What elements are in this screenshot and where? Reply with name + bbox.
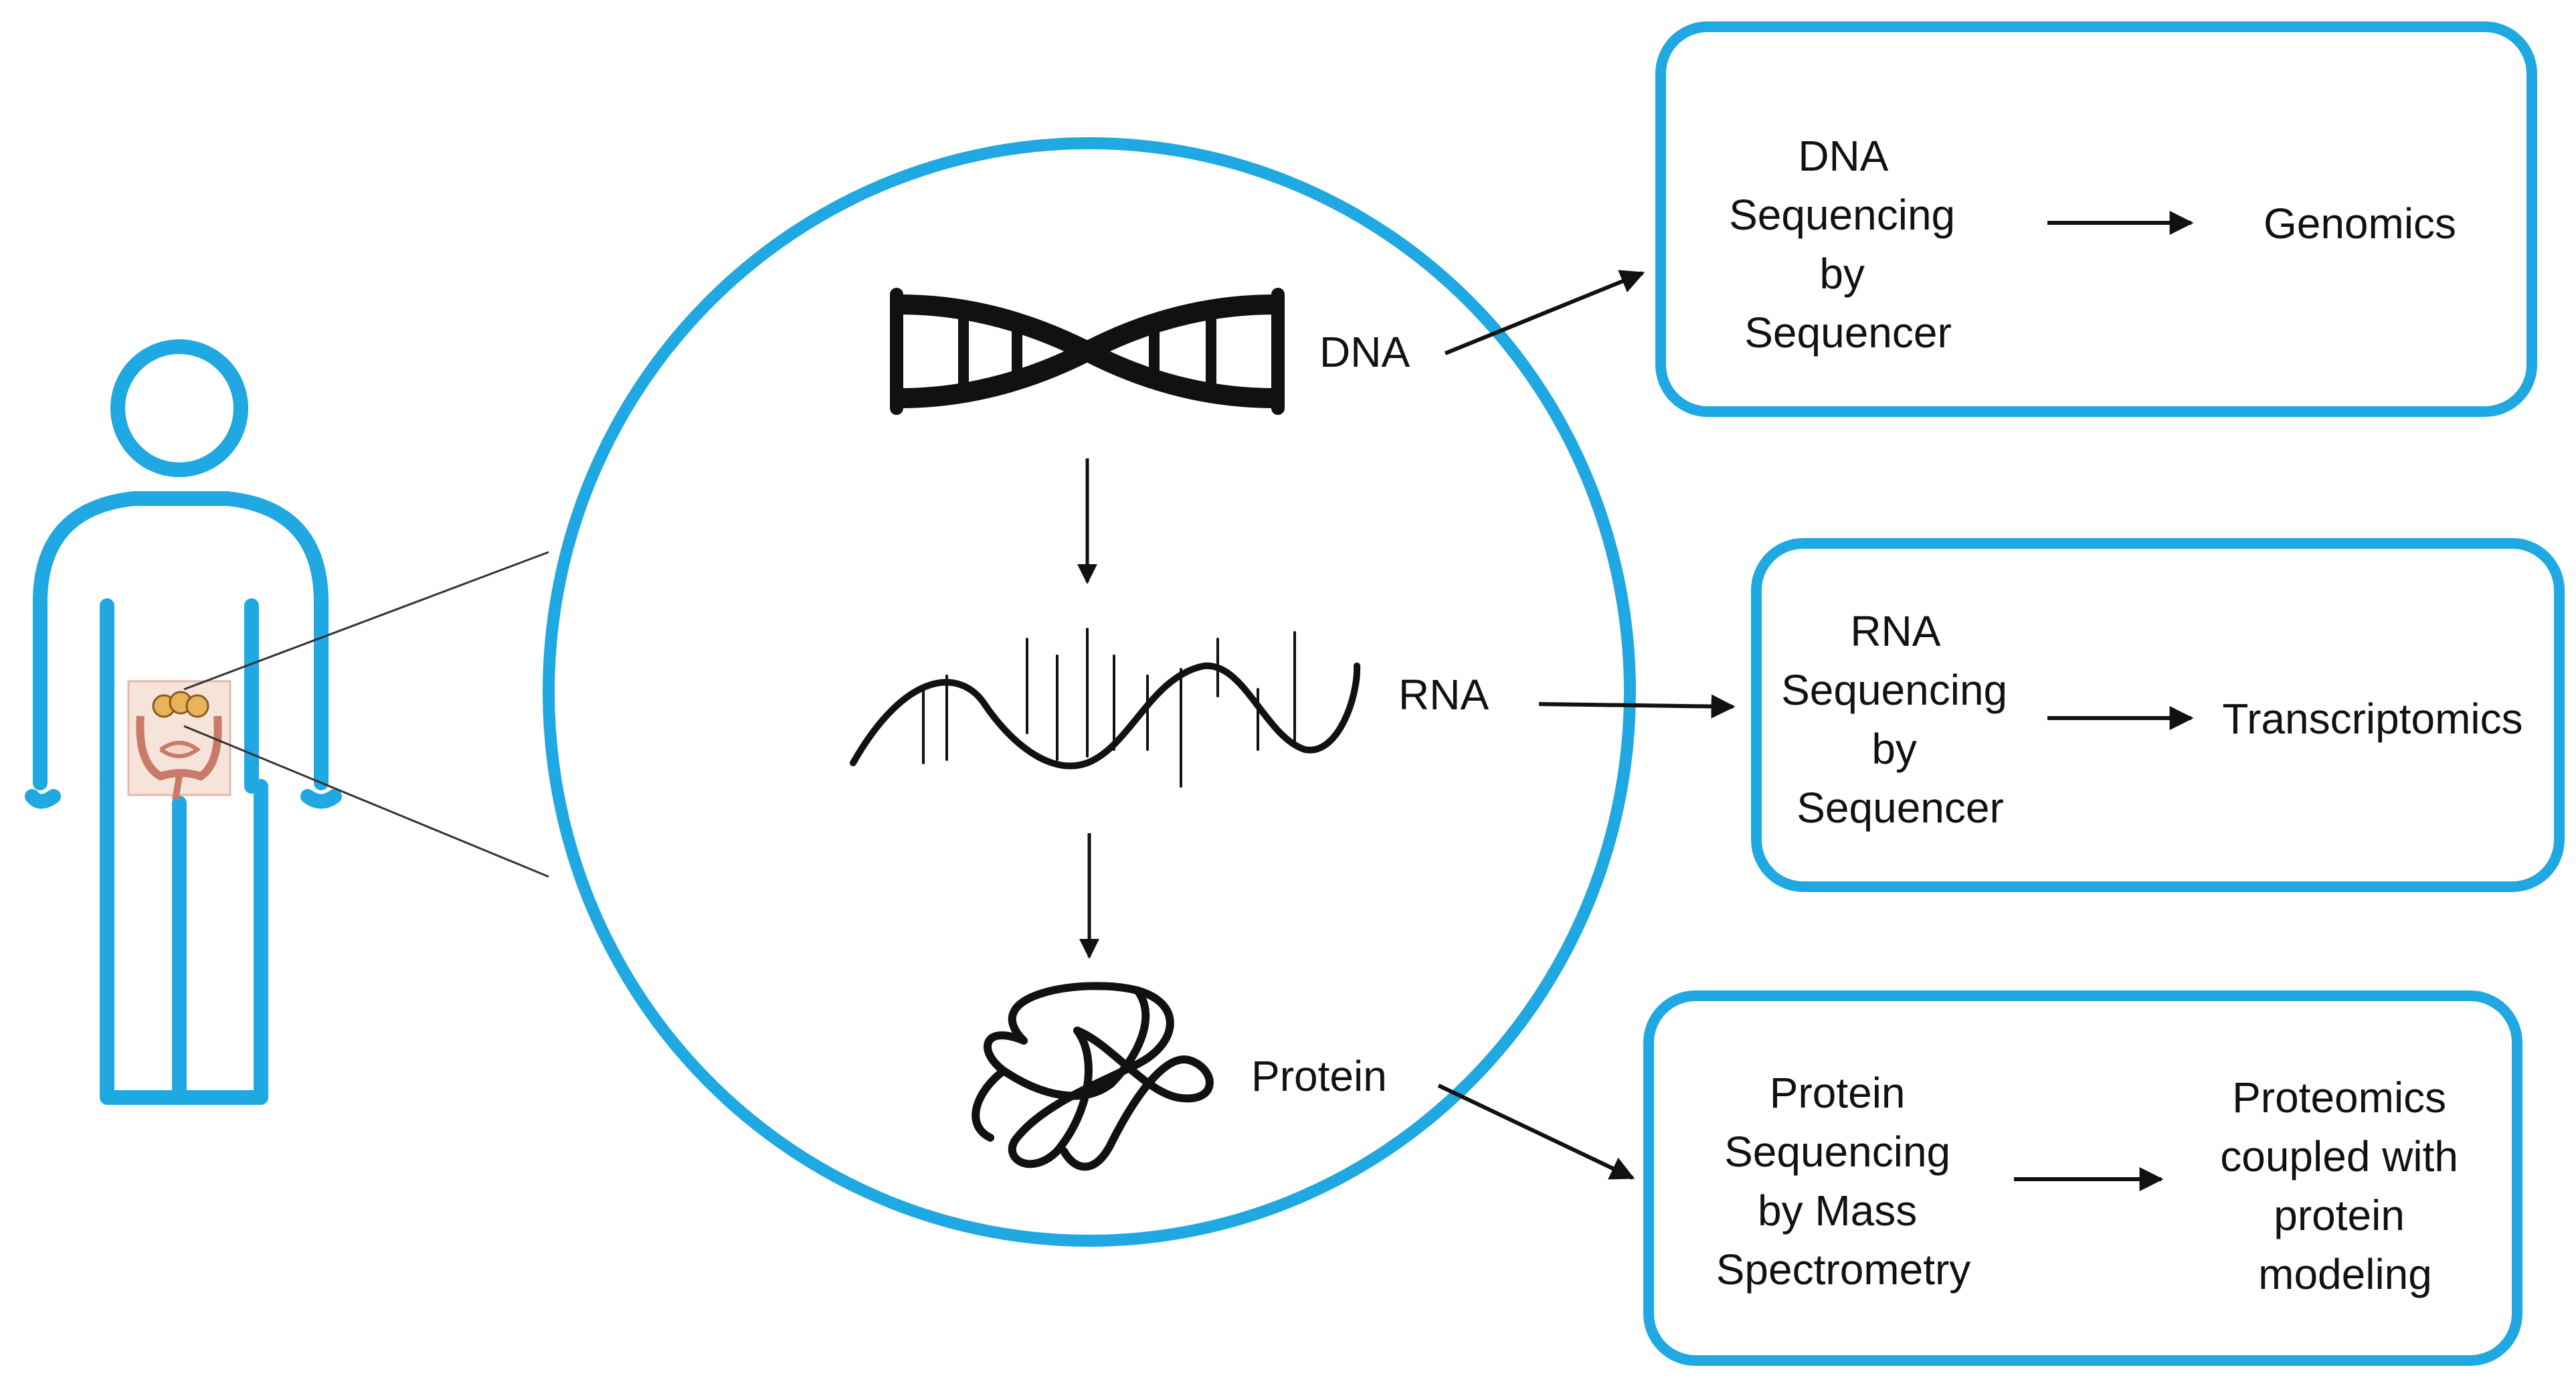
genomics-box: DNA Sequencing by Sequencer Genomics xyxy=(1655,21,2537,417)
proteomics-result-text: Proteomics coupled with protein modeling xyxy=(2220,1073,2470,1298)
arrow-rna-to-box xyxy=(1538,694,1736,719)
protein-tangle-icon xyxy=(972,982,1214,1171)
proteomics-box: Protein Sequencing by Mass Spectrometry … xyxy=(1643,990,2522,1366)
dna-label: DNA xyxy=(1319,328,1410,376)
transcriptomics-box: RNA Sequencing by Sequencer Transcriptom… xyxy=(1751,538,2565,892)
dna-double-helix-icon xyxy=(890,288,1285,415)
person-outline-icon xyxy=(25,339,342,1105)
arrow-protein-to-box xyxy=(1437,1083,1635,1180)
transcriptomics-result-text: Transcriptomics xyxy=(2222,695,2522,743)
zoom-line-top xyxy=(183,551,549,691)
genomics-result-text: Genomics xyxy=(2264,199,2456,248)
protein-label: Protein xyxy=(1251,1052,1387,1100)
protein-method-text: Protein Sequencing by Mass Spectrometry xyxy=(1716,1069,1971,1294)
rna-method-text: RNA Sequencing by Sequencer xyxy=(1781,607,2019,832)
zoom-line-bottom xyxy=(183,725,549,878)
cell-circle xyxy=(543,137,1636,1247)
rna-strand-icon xyxy=(850,628,1361,788)
arrow-dna-to-box xyxy=(1444,270,1645,355)
colon-organ-icon xyxy=(127,680,232,800)
dna-method-text: DNA Sequencing by Sequencer xyxy=(1729,132,1967,357)
rna-label: RNA xyxy=(1398,671,1489,719)
